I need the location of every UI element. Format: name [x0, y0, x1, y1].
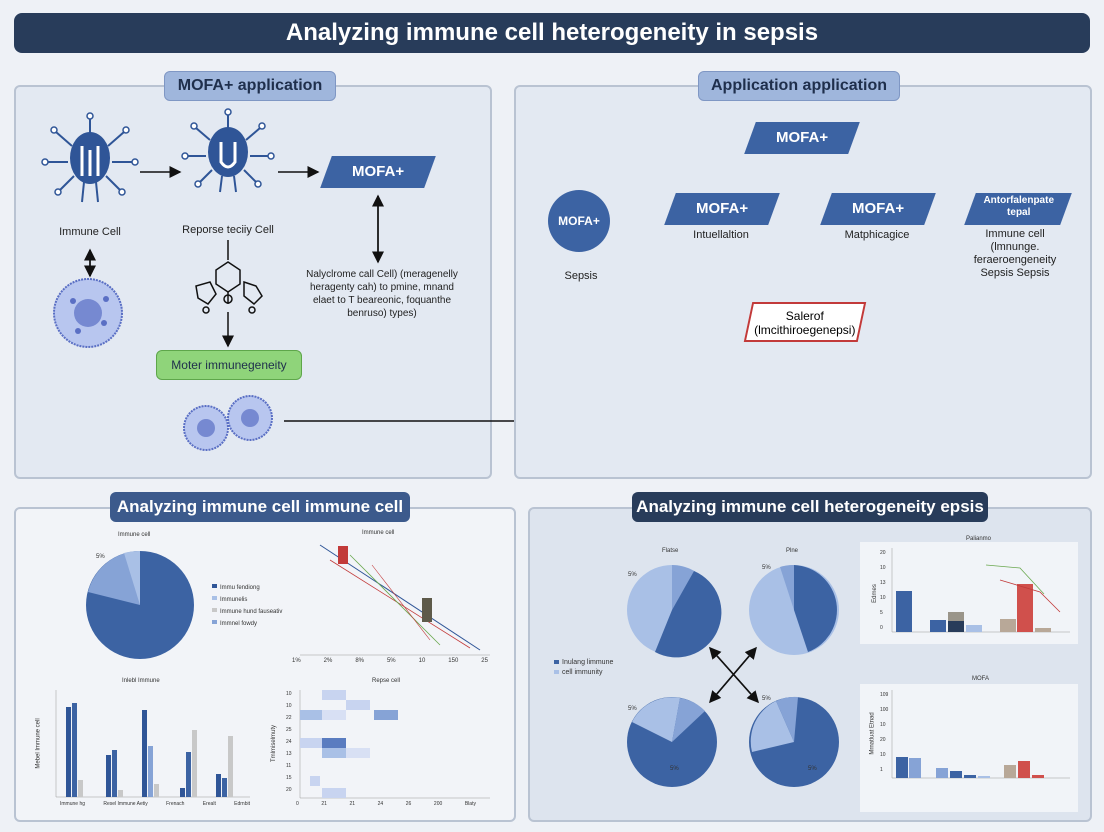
pie1-pct: 5%	[628, 572, 637, 578]
node-a-label: Intuellaltion	[693, 229, 749, 241]
pie3-inner-pct: 5%	[670, 766, 679, 772]
bar-title-left: Inlebl Immune	[122, 678, 160, 684]
bar-chart-right-top	[860, 542, 1078, 644]
cell-cluster-icon	[183, 395, 273, 451]
bottom-chart-yticks: 109 100 10 20 10 1	[880, 692, 889, 773]
node-b-label: Matphicagice	[844, 229, 910, 241]
heat-title-left: Repse cell	[372, 678, 401, 684]
immune-cell-icon	[41, 112, 139, 203]
top-chart-ylabel: Edmes	[871, 584, 878, 603]
mofa-description: Nalyclrome call Cell) (meragenelly herag…	[306, 269, 458, 319]
mofa-application-heading: MOFA+ application	[164, 71, 336, 101]
pie-legend-left: Immu fendiong Immunelis Immune hund faus…	[220, 585, 283, 627]
bar-cats-left: Immune hg Resel Immune Aetiy Frenach Ere…	[60, 801, 250, 807]
pie2-title: Plne	[786, 548, 799, 554]
pie2-pct: 5%	[762, 565, 771, 571]
top-chart-title: Palianmo	[966, 536, 992, 542]
green-result-box: Moter immunegeneity	[156, 350, 302, 380]
pie3-pct: 5%	[628, 706, 637, 712]
application-heading: Application application	[698, 71, 900, 101]
line-ticks-left: 1% 2% 8% 5% 10 150 25	[292, 658, 488, 664]
pie4-pct: 5%	[762, 696, 771, 702]
bar-chart-left	[55, 690, 250, 798]
immune-cell-label: Immune Cell	[59, 226, 121, 238]
pie1-title: Flatse	[662, 548, 679, 554]
sepsis-node: MOFA+	[548, 190, 610, 252]
pie-chart-1	[627, 565, 722, 658]
bottom-chart-title: MOFA	[972, 676, 990, 682]
response-cell-icon	[181, 108, 275, 193]
pie-legend-swatches	[212, 584, 217, 624]
pie-title-left: Immune cell	[118, 532, 151, 538]
bottom-chart-ylabel: Mrnatluat Etnad	[869, 712, 876, 755]
bottom-left-heading: Analyzing immune cell immune cell	[110, 492, 410, 522]
pie-legend-right: Inulang limmune cell immunity	[562, 659, 614, 676]
bar-chart-right-bottom	[860, 684, 1078, 812]
heat-yticks-left: 10 10 22 25 24 13 11 15 20	[286, 691, 292, 793]
top-chart-yticks: 20 10 13 10 5 0	[880, 550, 886, 631]
pie-chart-left	[86, 550, 194, 659]
page-title: Analyzing immune cell heterogeneity in s…	[14, 13, 1090, 53]
node-c-label: Immune cell (lmnunge. feraeroengeneity S…	[973, 228, 1057, 279]
pathogen-cell-icon	[53, 278, 123, 348]
heatmap-left	[299, 690, 490, 799]
sepsis-label: Sepsis	[564, 270, 598, 282]
line-chart-left	[300, 544, 490, 656]
molecule-icon	[195, 240, 263, 314]
response-cell-label: Reporse teciiy Cell	[182, 224, 274, 236]
pie-pct-left: 5%	[96, 554, 105, 560]
heat-xticks-left: 0 21 21 24 26 200 Blaty	[296, 801, 476, 807]
line-title-left: Immune cell	[362, 530, 395, 536]
pie4-inner-pct: 5%	[808, 766, 817, 772]
pie-chart-2	[749, 564, 839, 655]
pie-chart-3	[627, 697, 717, 787]
pie-chart-4	[749, 696, 839, 787]
bottom-right-heading: Analyzing immune cell heterogeneity epsi…	[632, 492, 988, 522]
